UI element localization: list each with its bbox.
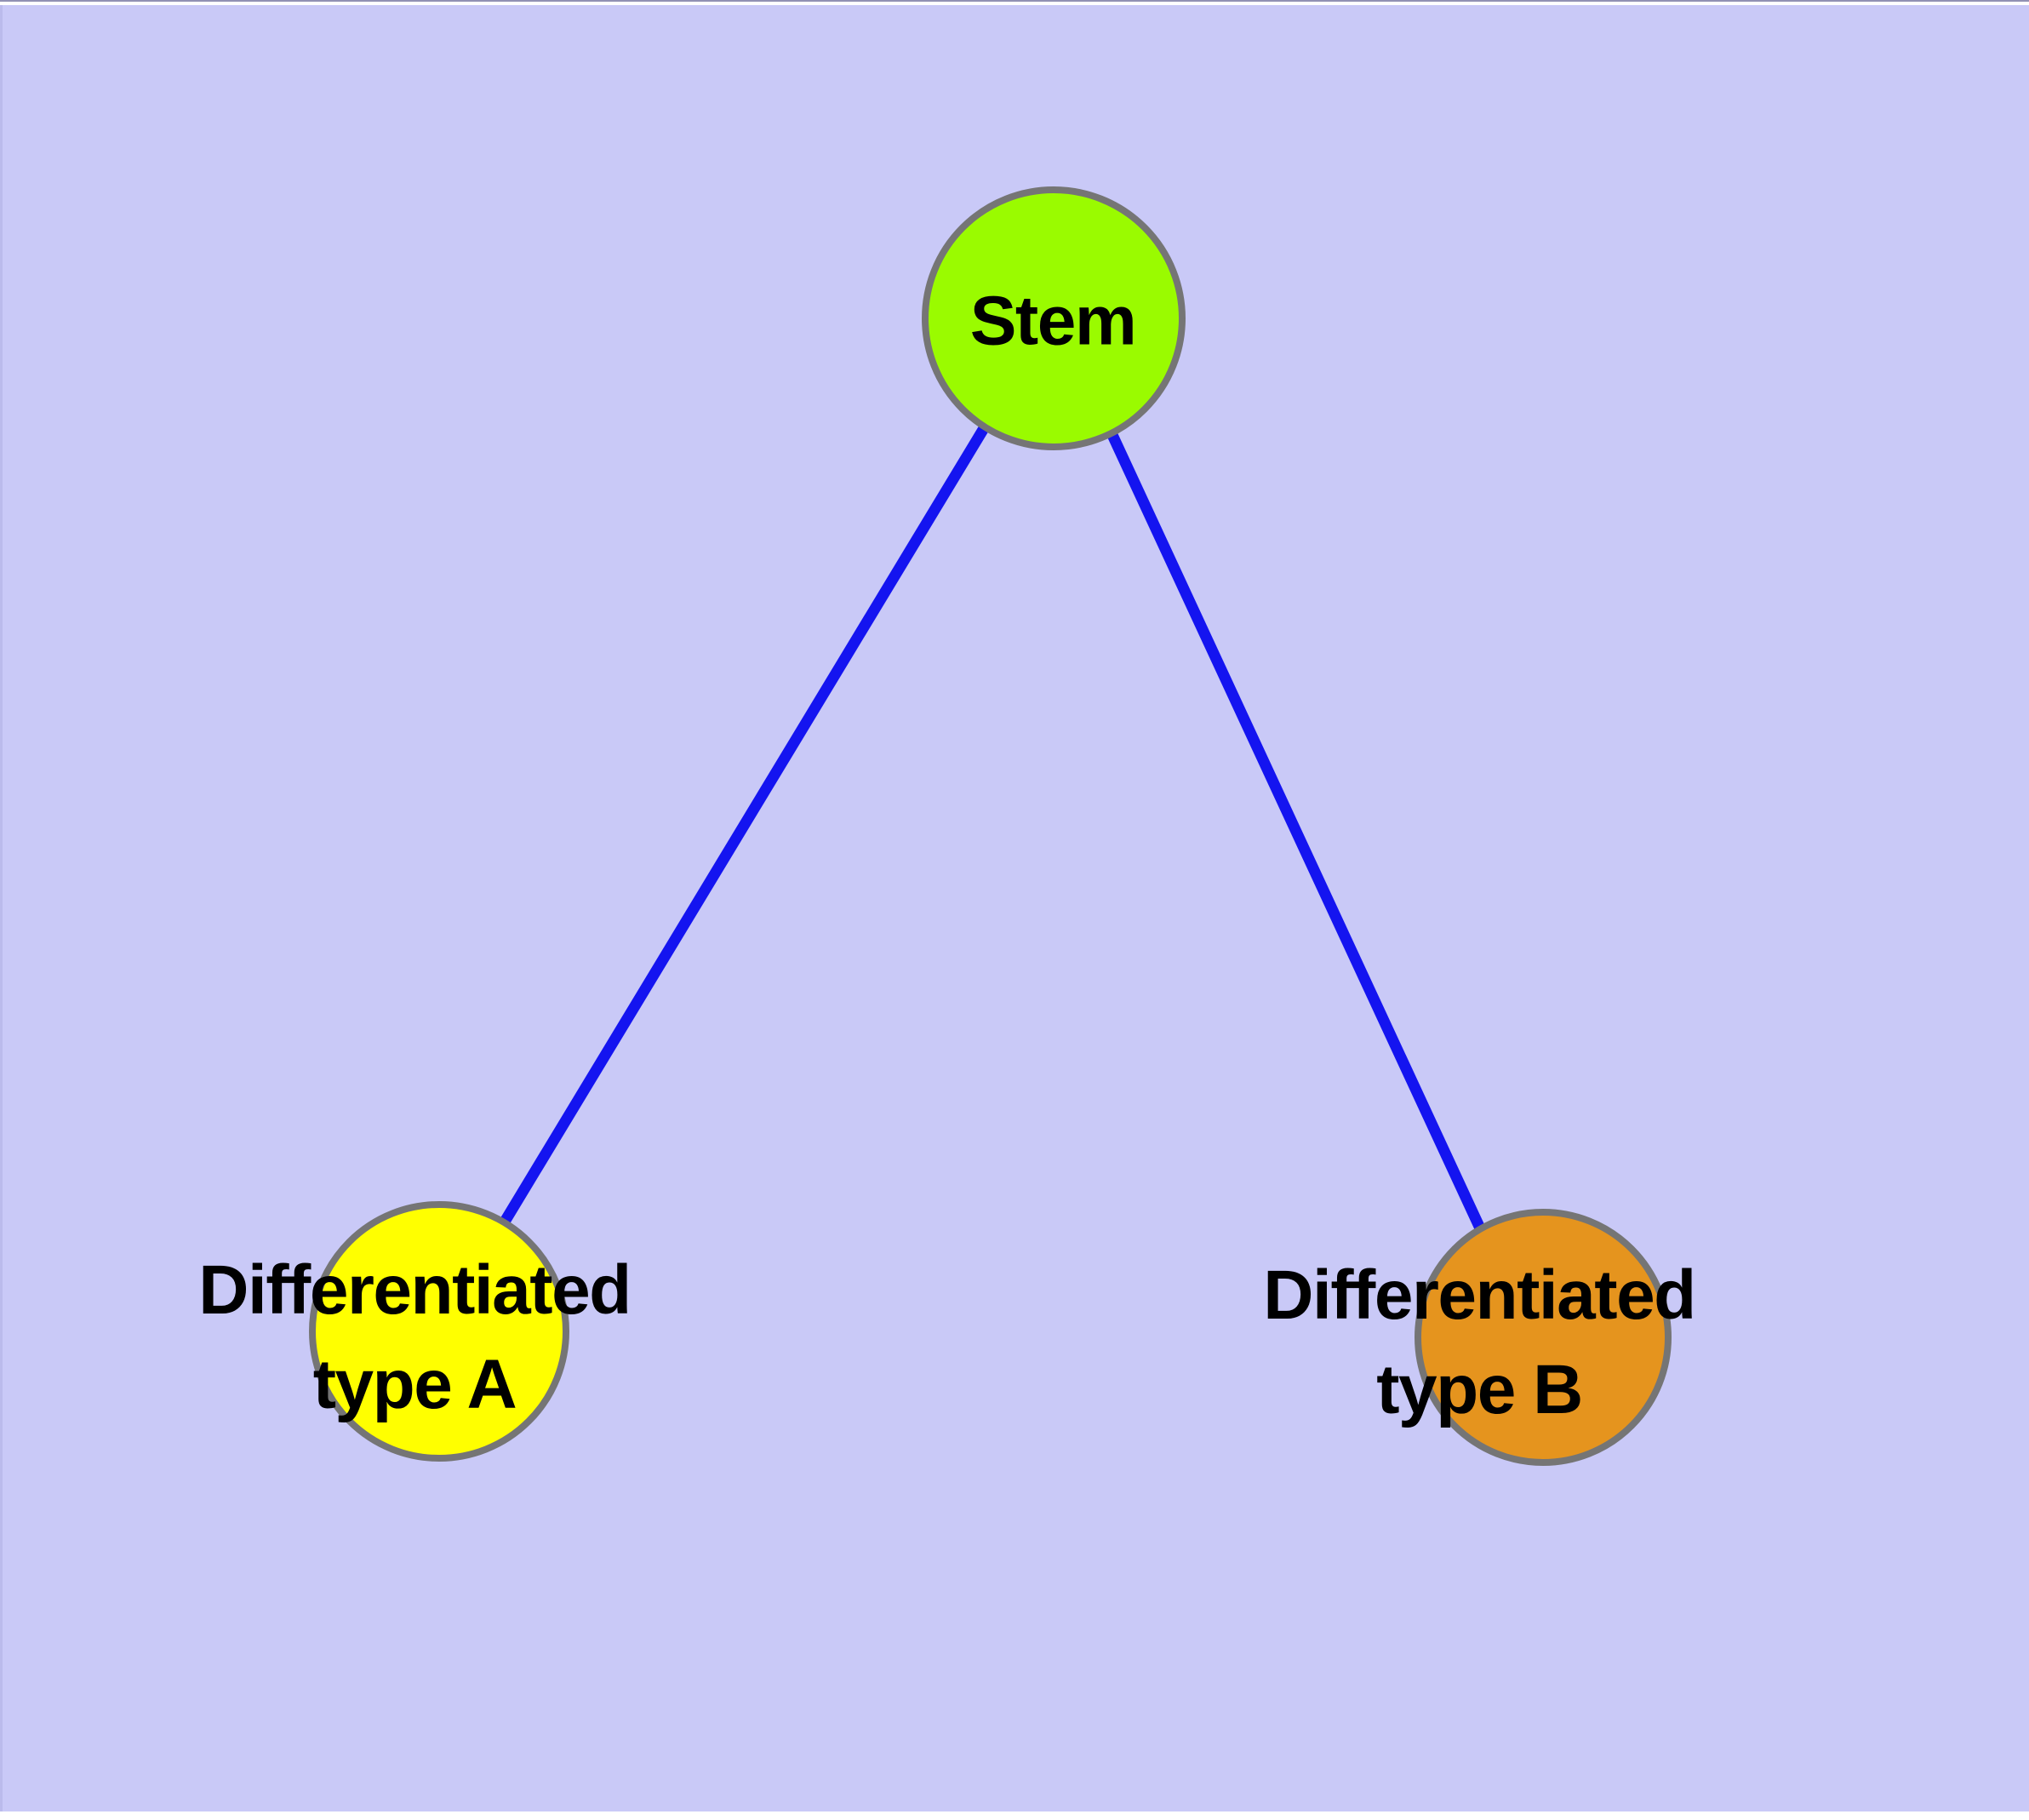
node-label-differentiated-type-a: Differentiated type A xyxy=(198,1251,632,1423)
edge-stem-to-type-a xyxy=(497,405,1001,1229)
node-type-b-circle xyxy=(1415,1209,1672,1466)
screenshot-top-hairline xyxy=(0,0,2029,2)
screenshot-bottom-white-band xyxy=(0,1811,2029,1820)
node-type-a-circle xyxy=(309,1201,569,1462)
screenshot-left-edge-strip xyxy=(0,5,3,1811)
edge-stem-to-type-b xyxy=(1097,410,1486,1233)
node-label-stem: Stem xyxy=(969,282,1137,360)
screenshot-top-white-band xyxy=(0,2,2029,5)
node-label-differentiated-type-b: Differentiated type B xyxy=(1263,1256,1696,1428)
node-stem-circle xyxy=(922,186,1186,450)
